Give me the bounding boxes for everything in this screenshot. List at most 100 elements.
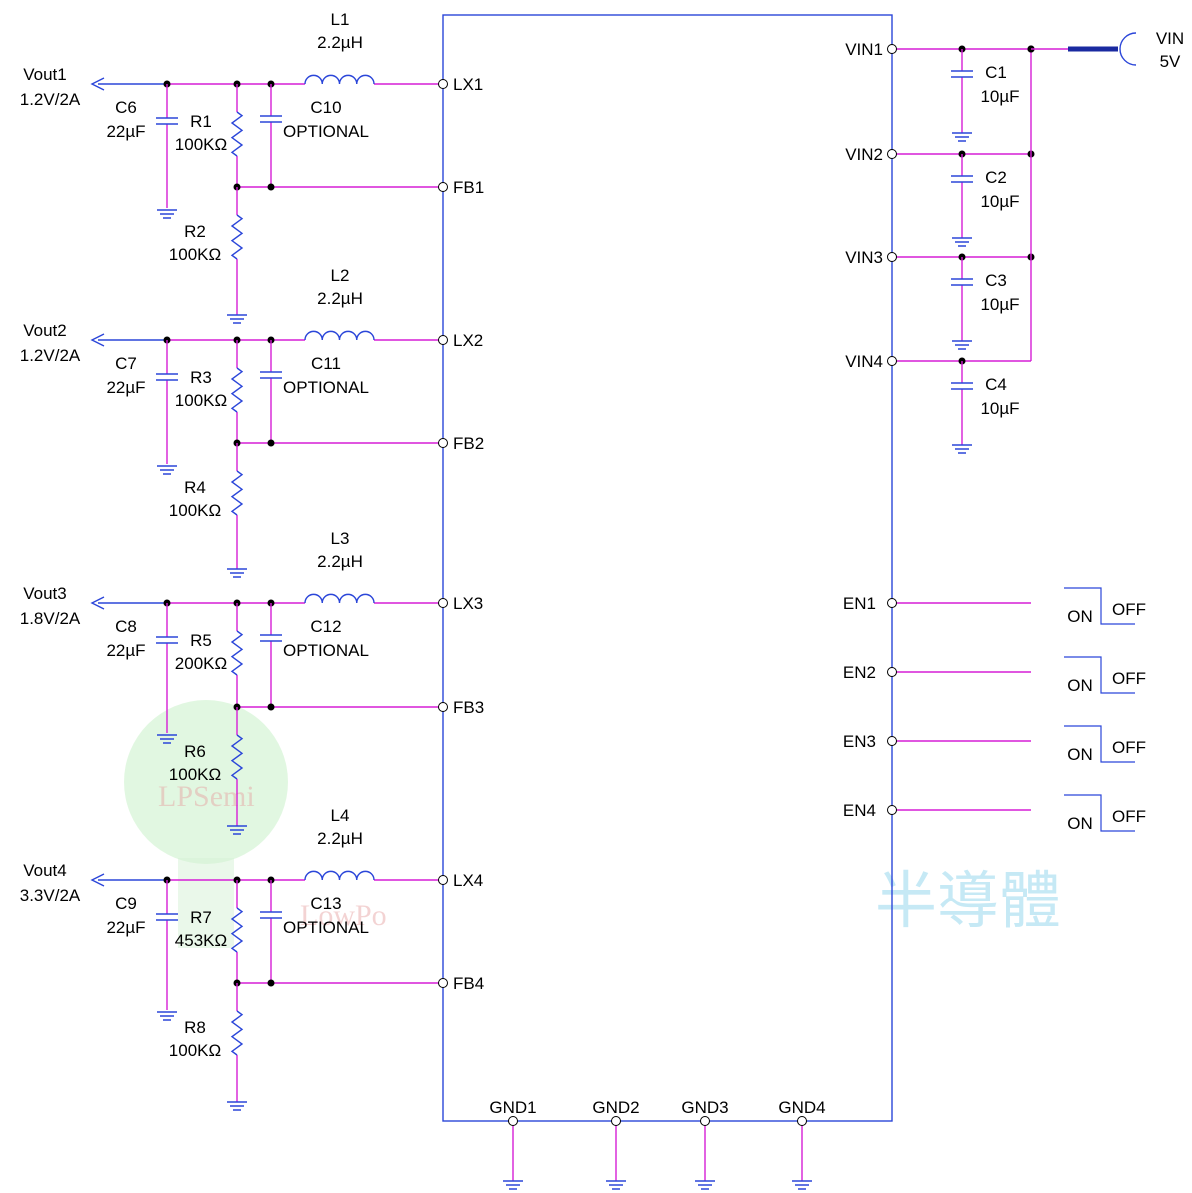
pin-en1 — [887, 598, 897, 608]
pin-vin3 — [887, 252, 897, 262]
vout1-arrow-icon — [90, 77, 105, 91]
vout4-arrow-icon — [90, 873, 105, 887]
pin-gnd4 — [797, 1116, 807, 1126]
cout-3-value: 22µF — [106, 641, 145, 660]
labels: Vout11.2V/2AL12.2µHC622µFR1100KΩC10OPTIO… — [20, 10, 1184, 1117]
resistor-R8 — [230, 1010, 244, 1056]
inductor-L4 — [304, 870, 375, 881]
switch-2-off-label: OFF — [1112, 669, 1146, 688]
ic-body — [442, 14, 893, 1122]
cout-2-ref: C7 — [115, 354, 137, 373]
cout-1-value: 22µF — [106, 122, 145, 141]
cout-1-ref: C6 — [115, 98, 137, 117]
vout1-label: Vout1 — [23, 65, 67, 84]
resistor-R1 — [230, 111, 244, 157]
wires — [98, 45, 1068, 1181]
ground-C9 — [157, 1011, 177, 1021]
cff-3-value: OPTIONAL — [283, 641, 369, 660]
watermark-brand-text: LowPo — [300, 899, 387, 932]
pin-gnd1 — [508, 1116, 518, 1126]
pin-en4-label: EN4 — [843, 801, 876, 820]
pin-fb1 — [438, 182, 448, 192]
pin-en1-label: EN1 — [843, 594, 876, 613]
cout-3-ref: C8 — [115, 617, 137, 636]
rtop-1-value: 100KΩ — [175, 135, 227, 154]
rtop-2-value: 100KΩ — [175, 391, 227, 410]
capacitor-C12 — [260, 634, 282, 642]
rtop-3-ref: R5 — [190, 631, 212, 650]
switch-4-icon — [1064, 794, 1135, 832]
resistor-R6 — [230, 734, 244, 780]
pin-gnd3-label: GND3 — [681, 1098, 728, 1117]
pin-en3-label: EN3 — [843, 732, 876, 751]
ground-R6 — [227, 825, 247, 835]
pin-vin4 — [887, 356, 897, 366]
junction-dot — [267, 979, 275, 987]
ground-R4 — [227, 568, 247, 578]
capacitor-C7 — [156, 373, 178, 381]
cin-3-ref: C3 — [985, 271, 1007, 290]
pin-vin4-label: VIN4 — [845, 352, 883, 371]
inductor-4-value: 2.2µH — [317, 829, 363, 848]
vin-terminal-icon — [1119, 32, 1137, 66]
components — [90, 32, 1137, 1190]
pin-en2 — [887, 667, 897, 677]
vout3-spec: 1.8V/2A — [20, 609, 81, 628]
cin-3-value: 10µF — [980, 295, 1019, 314]
vout2-spec: 1.2V/2A — [20, 346, 81, 365]
switch-3-on-label: ON — [1067, 745, 1093, 764]
pin-lx4 — [438, 875, 448, 885]
rbot-3-ref: R6 — [184, 742, 206, 761]
rbot-3-value: 100KΩ — [169, 765, 221, 784]
pin-en2-label: EN2 — [843, 663, 876, 682]
capacitor-C8 — [156, 636, 178, 644]
pin-vin2 — [887, 149, 897, 159]
switch-1-on-label: ON — [1067, 607, 1093, 626]
cff-4-value: OPTIONAL — [283, 918, 369, 937]
pin-lx3-label: LX3 — [453, 594, 483, 613]
capacitor-C2 — [951, 175, 973, 183]
capacitor-C3 — [951, 278, 973, 286]
ic-pins — [438, 44, 897, 1126]
cin-1-value: 10µF — [980, 87, 1019, 106]
junction-dot — [267, 703, 275, 711]
vout1-spec: 1.2V/2A — [20, 90, 81, 109]
ground-C7 — [157, 465, 177, 475]
inductor-2-value: 2.2µH — [317, 289, 363, 308]
rbot-1-value: 100KΩ — [169, 245, 221, 264]
switch-3-off-label: OFF — [1112, 738, 1146, 757]
pin-en4 — [887, 805, 897, 815]
ground-C8 — [157, 734, 177, 744]
switch-1-icon — [1064, 587, 1135, 625]
junction-dot — [267, 183, 275, 191]
switch-4-off-label: OFF — [1112, 807, 1146, 826]
capacitor-C1 — [951, 70, 973, 78]
inductor-4-ref: L4 — [331, 806, 350, 825]
pin-gnd3 — [700, 1116, 710, 1126]
vout2-label: Vout2 — [23, 321, 67, 340]
ground-gnd4 — [792, 1180, 812, 1190]
switch-3-icon — [1064, 725, 1135, 763]
rtop-2-ref: R3 — [190, 368, 212, 387]
pin-gnd1-label: GND1 — [489, 1098, 536, 1117]
vout4-label: Vout4 — [23, 861, 67, 880]
cout-4-value: 22µF — [106, 918, 145, 937]
inductor-L1 — [304, 74, 375, 85]
ground-gnd1 — [503, 1180, 523, 1190]
junction-dot — [267, 439, 275, 447]
pin-vin1 — [887, 44, 897, 54]
cout-2-value: 22µF — [106, 378, 145, 397]
pin-lx2 — [438, 335, 448, 345]
capacitor-C4 — [951, 382, 973, 390]
resistor-R5 — [230, 630, 244, 676]
pin-fb3 — [438, 702, 448, 712]
vout2-arrow-icon — [90, 333, 105, 347]
pin-gnd4-label: GND4 — [778, 1098, 825, 1117]
watermark-logo: LPSemi LowPo 半導體 — [124, 700, 1061, 948]
cin-2-value: 10µF — [980, 192, 1019, 211]
pin-fb2 — [438, 438, 448, 448]
capacitor-C10 — [260, 115, 282, 123]
pin-gnd2-label: GND2 — [592, 1098, 639, 1117]
ground-C2 — [952, 237, 972, 247]
inductor-L3 — [304, 593, 375, 604]
